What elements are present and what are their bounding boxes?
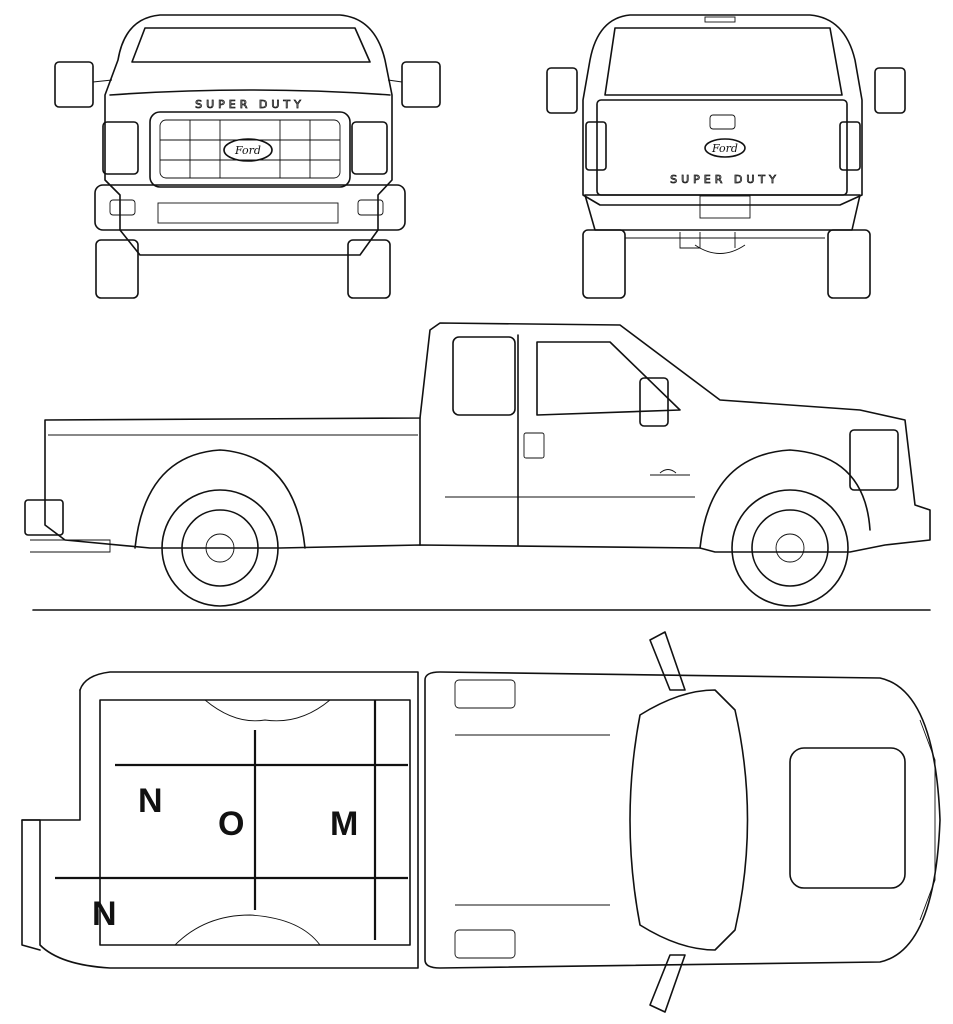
ford-logo-rear [704, 138, 746, 158]
windshield [629, 689, 749, 951]
ford-logo-front [223, 138, 273, 162]
rear-cab-window [452, 336, 516, 416]
front-badge: SUPER DUTY [195, 98, 305, 111]
front-logo-text: Ford [234, 144, 261, 157]
front-window [536, 341, 681, 416]
front-tire-left [95, 239, 139, 299]
mirror-bottom [649, 954, 686, 1013]
rear-logo-text: Ford [711, 142, 738, 155]
rear-badge: SUPER DUTY [670, 173, 780, 186]
rear-view: Ford SUPER DUTY [546, 14, 906, 299]
front-wheel [731, 489, 849, 607]
rear-tire-left [582, 229, 626, 299]
taillight-right [839, 121, 861, 171]
dimension-label-o: O [218, 805, 244, 843]
mirror-right [874, 67, 906, 114]
front-tire-right [347, 239, 391, 299]
side-view [24, 322, 931, 611]
dimension-label-n-upper: N [138, 782, 163, 820]
mirror-top [649, 631, 686, 691]
side-mirror [639, 377, 669, 427]
headlight-left [102, 121, 139, 175]
rear-bumper [584, 194, 861, 231]
front-bumper [94, 184, 406, 231]
rear-tire-right [827, 229, 871, 299]
mirror-left [546, 67, 578, 114]
dimension-label-n-lower: N [92, 895, 117, 933]
dimension-label-m: M [330, 805, 358, 843]
grille [149, 111, 351, 188]
headlight [849, 429, 899, 491]
rear-wheel [161, 489, 279, 607]
hood-scoop [789, 747, 906, 889]
taillight-left [585, 121, 607, 171]
front-view: Ford SUPER DUTY [54, 14, 441, 299]
rear-bumper-side [24, 499, 64, 536]
top-view: N O M N [21, 631, 941, 1013]
mirror-left [54, 61, 94, 108]
headlight-right [351, 121, 388, 175]
bed-interior [99, 699, 411, 946]
mirror-right [401, 61, 441, 108]
